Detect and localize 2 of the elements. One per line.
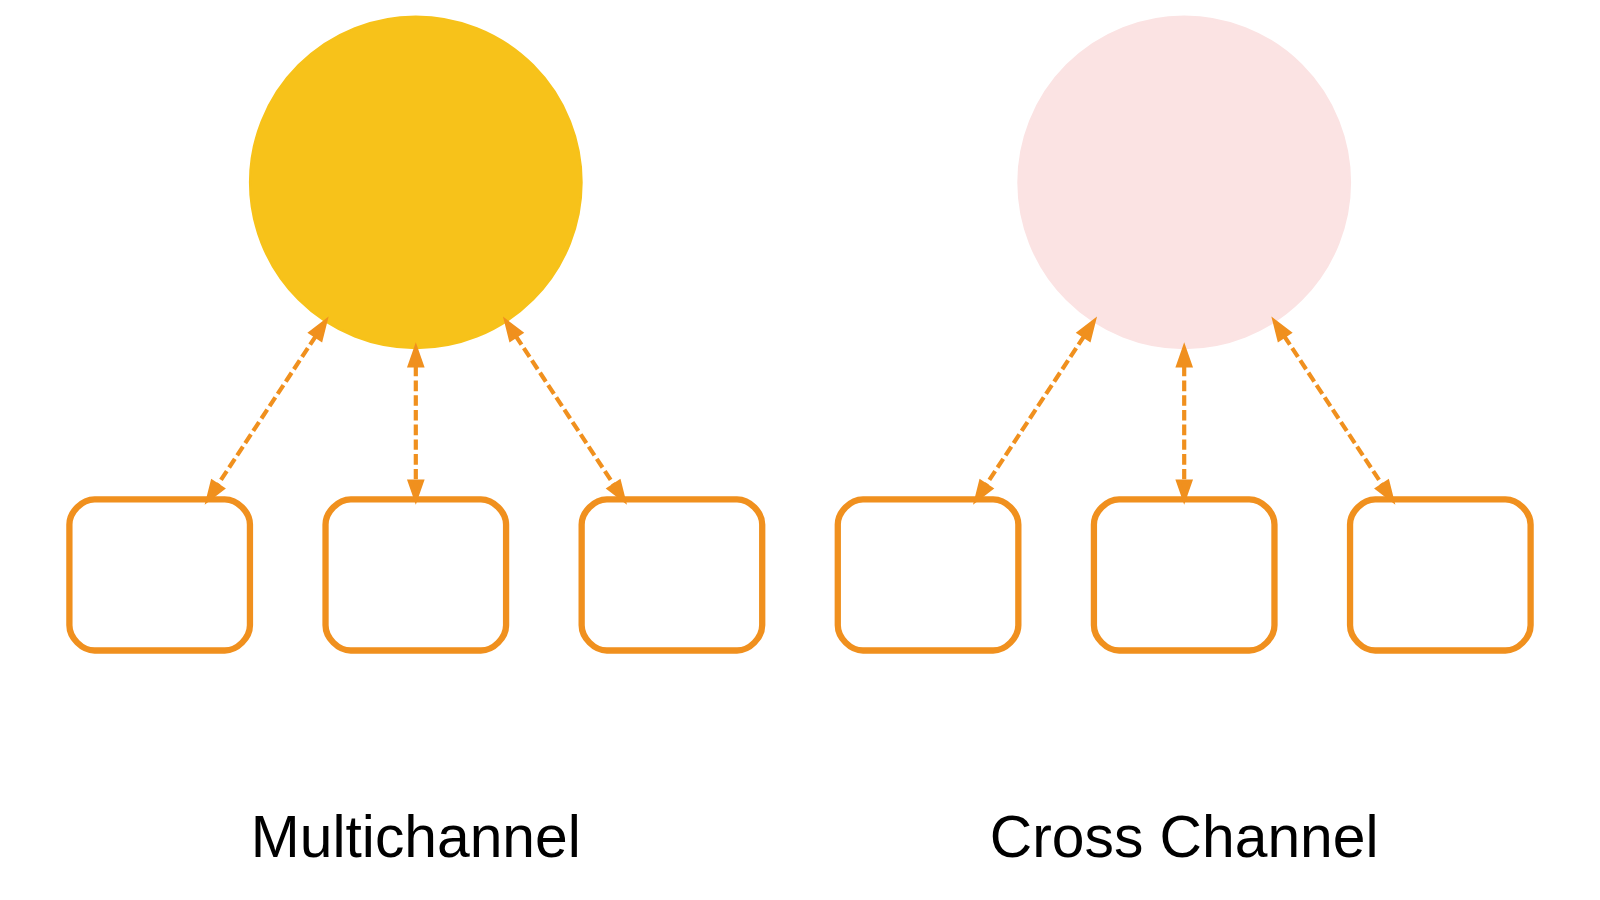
label: Cross Channel <box>989 804 1379 870</box>
label: Multichannel <box>250 804 581 870</box>
